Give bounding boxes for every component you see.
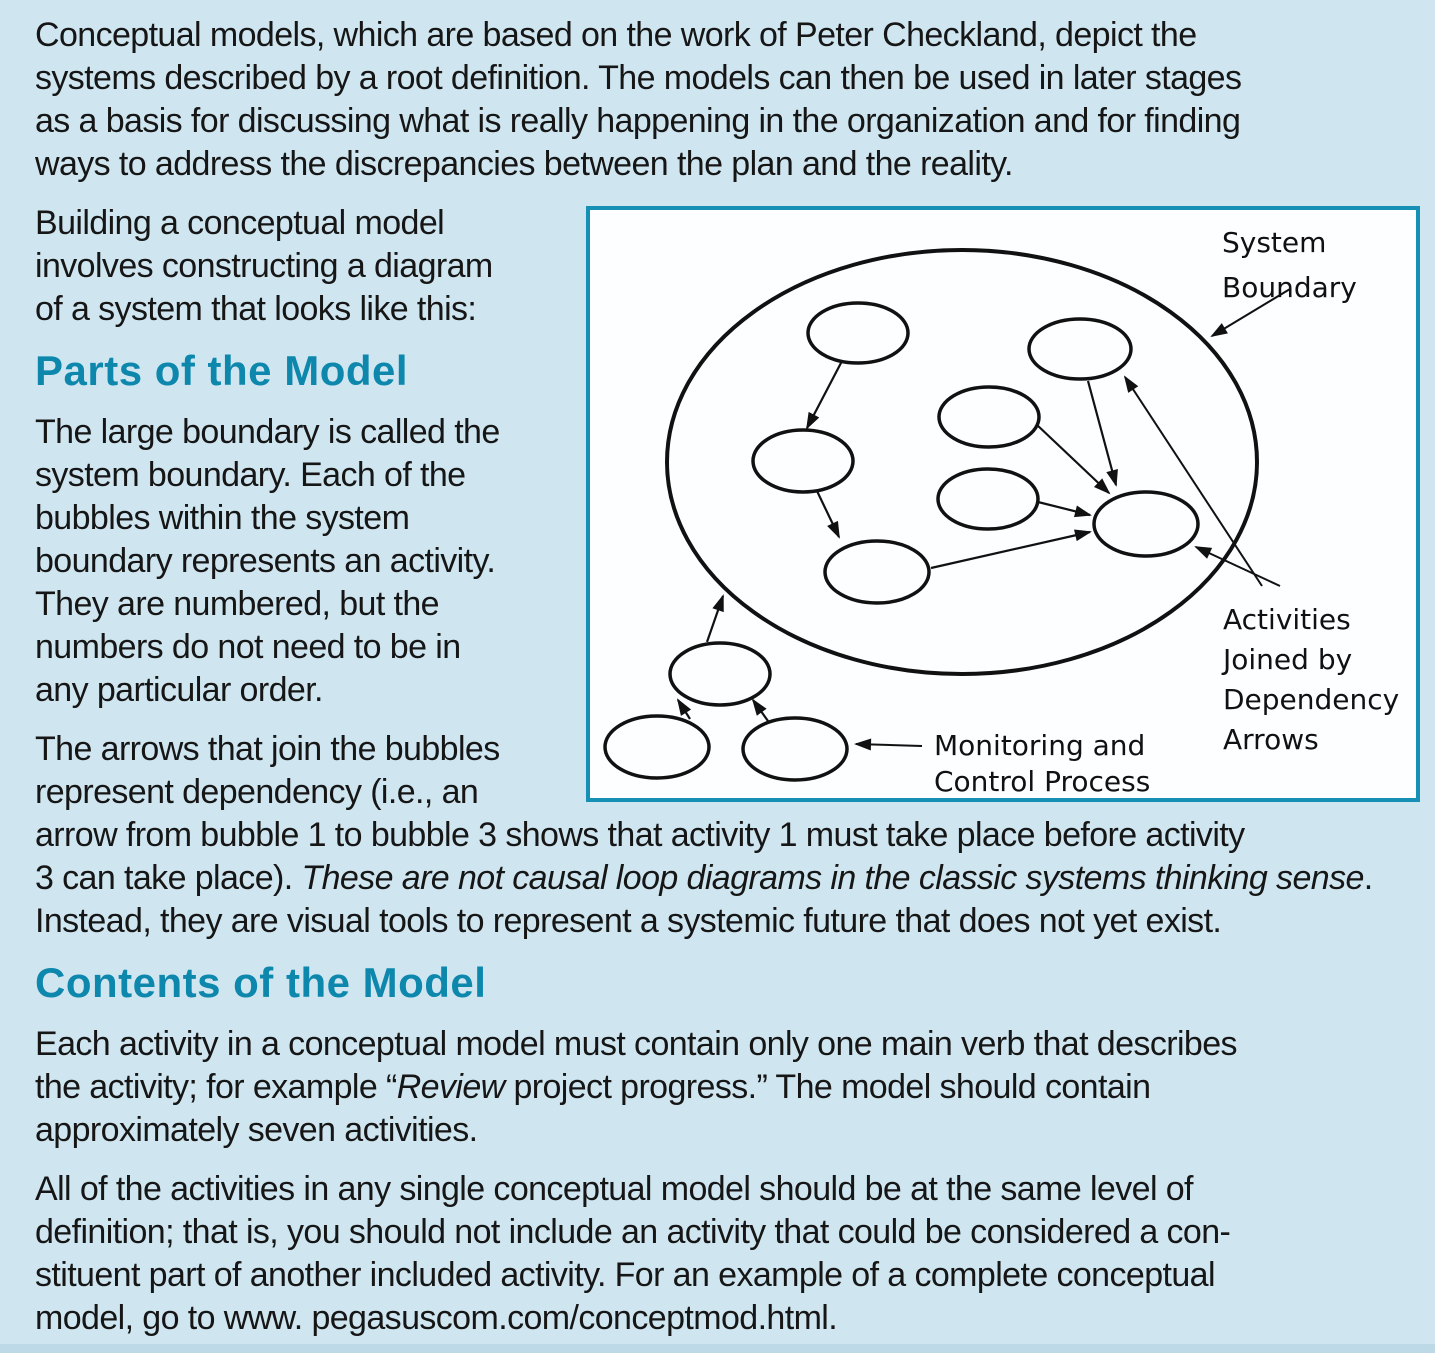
activity-bubble <box>806 301 910 365</box>
dependency-arrow <box>816 490 840 539</box>
dependency-arrow <box>930 529 1092 570</box>
level-paragraph: All of the activities in any single conc… <box>35 1170 1231 1337</box>
activities-joined-label: Arrows <box>1223 723 1319 756</box>
monitoring-bubble <box>603 714 711 780</box>
conceptual-model-diagram-box: System Boundary Activities Joined by Dep… <box>586 206 1420 802</box>
monitoring-leader-arrow <box>854 738 923 751</box>
dependency-arrow <box>1037 500 1092 518</box>
activity-bubble <box>1027 317 1133 381</box>
conceptual-model-diagram: System Boundary Activities Joined by Dep… <box>603 226 1399 798</box>
monitoring-arrow <box>676 698 692 720</box>
activity-paragraph: Each activity in a conceptual model must… <box>35 1025 1238 1149</box>
activity-bubble <box>936 467 1040 531</box>
activities-joined-label: Dependency <box>1223 683 1399 716</box>
monitoring-arrow <box>705 594 725 643</box>
boundary-paragraph: The large boundary is called the system … <box>35 413 500 709</box>
dependency-arrow <box>1086 380 1118 487</box>
system-boundary-label: Boundary <box>1222 271 1357 304</box>
dependency-arrow <box>806 360 843 430</box>
building-paragraph: Building a conceptual model involves con… <box>35 204 493 328</box>
monitoring-control-label: Monitoring and <box>934 729 1145 762</box>
intro-paragraph: Conceptual models, which are based on th… <box>35 16 1242 183</box>
activity-bubble-hub <box>1092 490 1200 558</box>
page-bottom-edge <box>0 1344 1435 1353</box>
activities-joined-label: Activities <box>1223 603 1351 636</box>
system-boundary-ellipse <box>665 248 1259 676</box>
system-boundary-label: System <box>1222 226 1326 259</box>
system-boundary-leader-arrow <box>1210 288 1291 338</box>
activity-bubble <box>823 539 931 605</box>
activity-bubble <box>937 385 1041 449</box>
activities-leader-arrow <box>1194 546 1281 587</box>
activities-leader-arrow <box>1123 375 1263 587</box>
dependency-arrow <box>1035 423 1111 495</box>
activities-joined-label: Joined by <box>1221 643 1352 676</box>
arrows-paragraph: The arrows that join the bubbles represe… <box>35 730 1373 940</box>
activity-bubble <box>751 428 855 494</box>
monitoring-control-label: Control Process <box>934 765 1150 798</box>
parts-of-the-model-heading: Parts of the Model <box>35 347 409 394</box>
monitoring-bubble <box>668 641 772 707</box>
monitoring-arrow <box>751 698 769 722</box>
monitoring-bubble <box>741 716 849 782</box>
contents-of-the-model-heading: Contents of the Model <box>35 959 487 1006</box>
